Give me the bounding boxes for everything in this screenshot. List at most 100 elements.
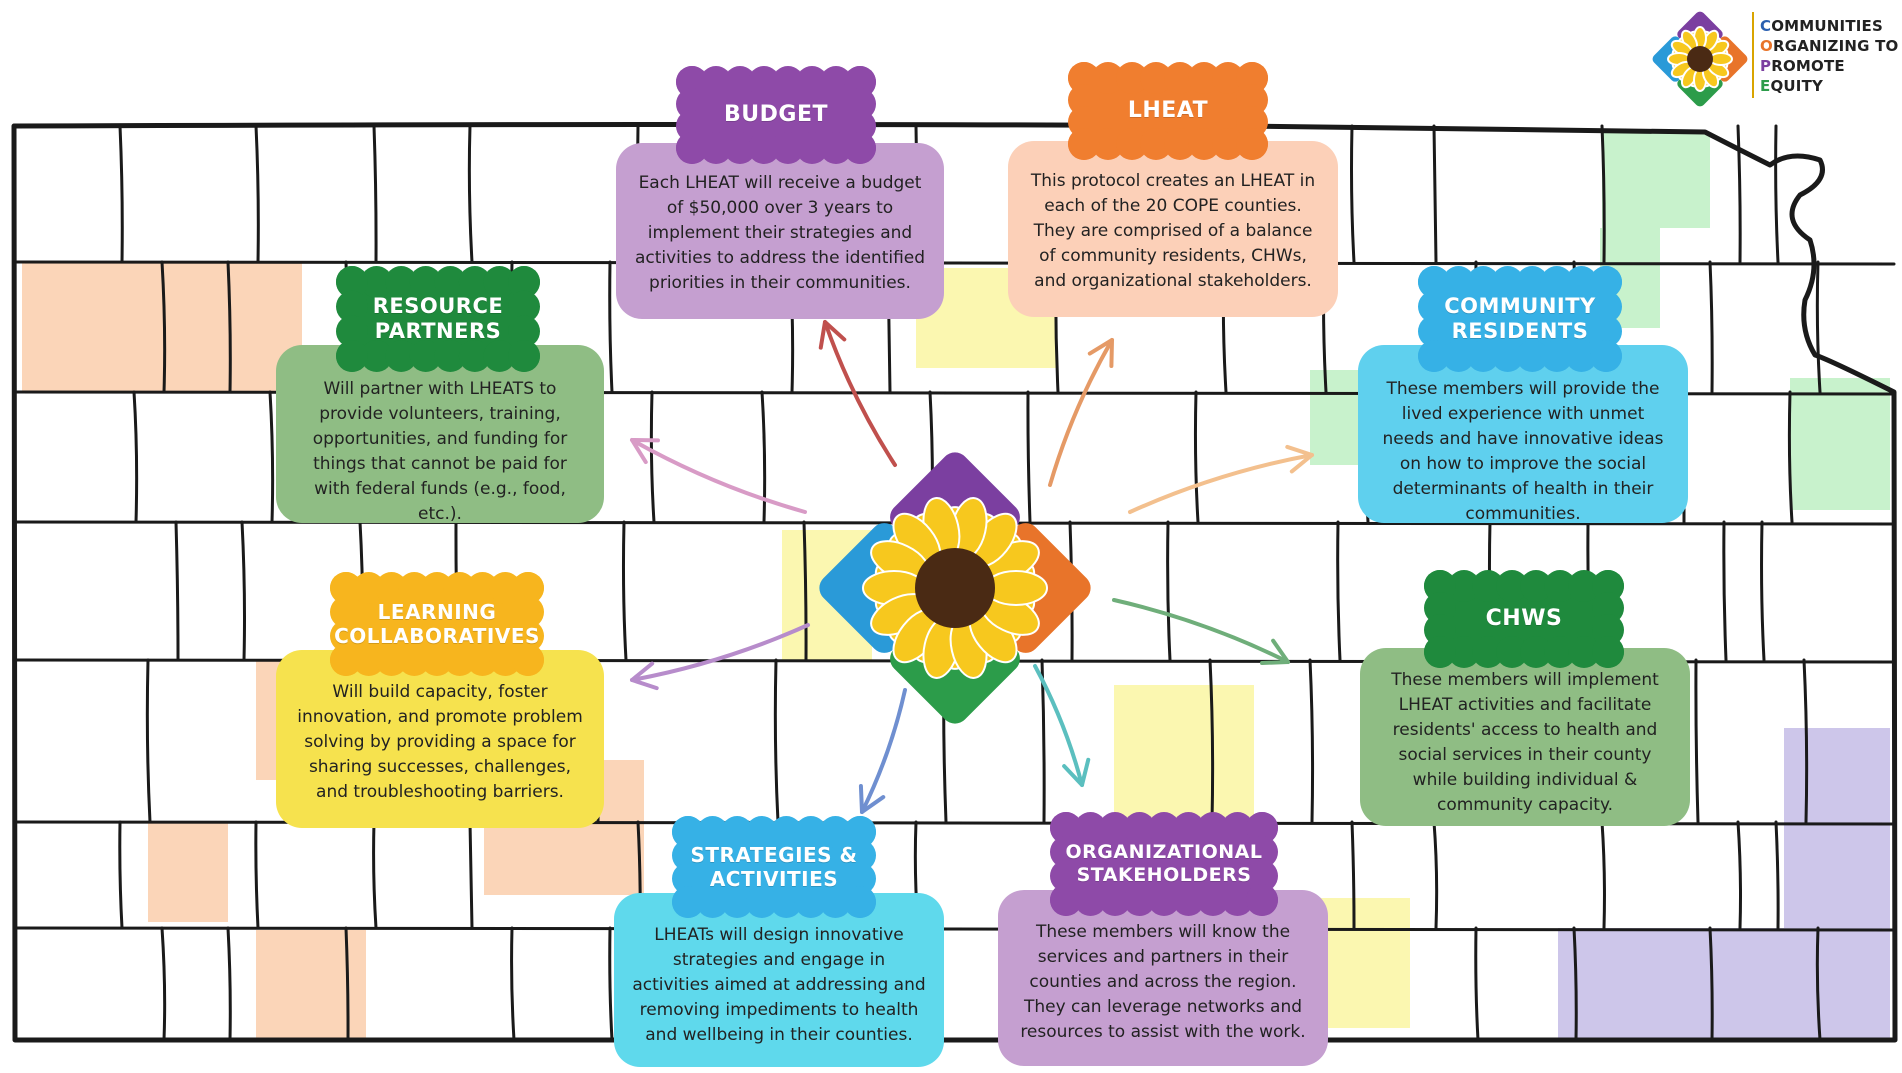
- chws-card: These members will implement LHEAT activ…: [1360, 648, 1690, 826]
- learning-collaboratives-description: Will build capacity, foster innovation, …: [297, 682, 583, 802]
- county-border: [145, 658, 152, 824]
- county-border: [1815, 260, 1822, 394]
- county-border: [1774, 820, 1780, 930]
- county-border: [1722, 520, 1728, 662]
- lheat-card: This protocol creates an LHEAT in each o…: [1008, 141, 1338, 317]
- county-border: [1026, 390, 1032, 524]
- county-border: [12, 260, 1896, 266]
- county-border: [621, 520, 628, 662]
- logo-line-3: PROMOTE: [1760, 56, 1900, 76]
- arrows: [630, 320, 1314, 814]
- arrow-line: [630, 623, 810, 682]
- resource-partners-title: RESOURCE PARTNERS: [372, 293, 504, 343]
- logo-word: ROMOTE: [1771, 57, 1845, 75]
- chws-description: These members will implement LHEAT activ…: [1391, 670, 1659, 815]
- strategies-activities-card: LHEATs will design innovative strategies…: [614, 893, 944, 1067]
- county-border: [226, 260, 232, 394]
- county-border: [510, 926, 516, 1042]
- community-residents-description: These members will provide the lived exp…: [1382, 379, 1664, 524]
- arrow-line: [860, 688, 907, 814]
- county-border: [608, 260, 614, 394]
- strategies-activities-badge: STRATEGIES & ACTIVITIES: [672, 816, 876, 918]
- county-border: [174, 520, 180, 662]
- county-border: [372, 820, 378, 930]
- county-border: [1432, 124, 1438, 264]
- sunflower-petals: [862, 497, 1048, 679]
- organizational-stakeholders-card: These members will know the services and…: [998, 890, 1328, 1066]
- logo-initial: P: [1760, 57, 1772, 75]
- county-fill: [1784, 728, 1890, 838]
- chws-title: CHWS: [1485, 605, 1563, 631]
- chws-badge: CHWS: [1424, 570, 1624, 668]
- logo-word: OMMUNITIES: [1771, 17, 1884, 35]
- logo-line-4: EQUITY: [1760, 76, 1900, 96]
- county-border: [1600, 124, 1606, 264]
- county-border: [649, 390, 656, 524]
- resource-partners-card: Will partner with LHEATS to provide volu…: [276, 345, 604, 524]
- arrow-head: [1087, 338, 1114, 368]
- arrow-head: [818, 320, 847, 350]
- county-border: [118, 820, 124, 930]
- arrow-line: [1128, 453, 1314, 514]
- county-border: [468, 820, 474, 930]
- county-fill: [1320, 898, 1410, 1028]
- county-border: [160, 926, 167, 1042]
- community-residents-card: These members will provide the lived exp…: [1358, 345, 1688, 524]
- county-border: [1336, 520, 1342, 662]
- lheat-badge: LHEAT: [1068, 62, 1268, 160]
- petal: [1709, 52, 1733, 66]
- budget-title: BUDGET: [724, 101, 828, 127]
- community-residents-title: COMMUNITY RESIDENTS: [1444, 293, 1596, 343]
- county-border: [254, 820, 260, 930]
- county-border: [1694, 658, 1700, 824]
- county-border: [118, 124, 124, 264]
- county-border: [1708, 260, 1714, 394]
- badge-scallop-shape: [672, 816, 876, 918]
- county-fills: [22, 133, 1890, 1038]
- logo-divider: [1752, 12, 1754, 98]
- county-border: [760, 390, 767, 524]
- county-border: [608, 926, 614, 1042]
- county-border: [1308, 658, 1315, 824]
- county-border: [1350, 124, 1356, 264]
- sunflower-center: [915, 548, 995, 628]
- county-fill: [1602, 133, 1710, 228]
- resource-partners-badge: RESOURCE PARTNERS: [336, 266, 540, 372]
- arrow-head: [1260, 638, 1290, 665]
- county-border: [254, 124, 260, 264]
- learning-collaboratives-card: Will build capacity, foster innovation, …: [276, 650, 604, 828]
- county-border: [1193, 390, 1200, 524]
- county-border: [1815, 926, 1822, 1042]
- county-fill: [148, 822, 228, 922]
- county-border: [12, 926, 1896, 932]
- arrow-line: [1048, 338, 1114, 487]
- county-fill: [1114, 685, 1254, 765]
- badge-scallop-shape: [1424, 570, 1624, 668]
- county-border: [268, 390, 275, 524]
- county-border: [240, 520, 247, 662]
- resource-partners-description: Will partner with LHEATS to provide volu…: [312, 379, 568, 524]
- county-border: [467, 124, 474, 264]
- county-border: [1774, 124, 1780, 264]
- learning-collaboratives-badge: LEARNING COLLABORATIVES: [330, 572, 544, 676]
- county-border: [1787, 390, 1794, 524]
- budget-badge: BUDGET: [676, 66, 876, 164]
- badge-scallop-shape: [676, 66, 876, 164]
- arrow-head: [630, 661, 659, 691]
- arrow-head: [630, 438, 660, 465]
- strategies-activities-title: STRATEGIES & ACTIVITIES: [690, 843, 858, 891]
- county-border: [1736, 820, 1743, 930]
- arrow-line: [1112, 598, 1290, 664]
- sunflower-icon: [819, 452, 1091, 724]
- badge-scallop-shape: [1050, 812, 1278, 916]
- county-border: [802, 520, 808, 662]
- logo-initial: E: [1760, 77, 1771, 95]
- county-fill: [1790, 378, 1890, 510]
- organizational-stakeholders-badge: ORGANIZATIONAL STAKEHOLDERS: [1050, 812, 1278, 916]
- county-border: [1760, 520, 1766, 662]
- county-fill: [1668, 928, 1784, 1038]
- budget-description: Each LHEAT will receive a budget of $50,…: [634, 173, 926, 293]
- badge-scallop-shape: [1418, 266, 1622, 372]
- badge-scallop-shape: [330, 572, 544, 676]
- budget-card: Each LHEAT will receive a budget of $50,…: [616, 143, 944, 319]
